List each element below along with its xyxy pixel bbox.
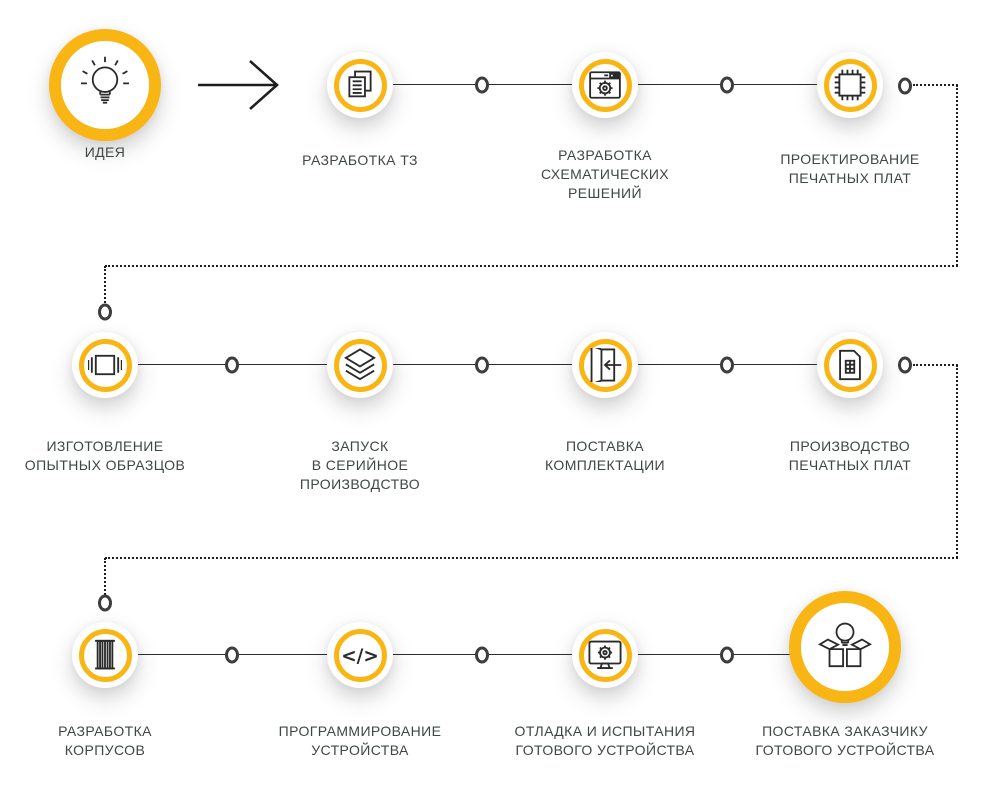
label-line: РАЗРАБОТКА ТЗ: [302, 152, 418, 168]
step-label-programming: ПРОГРАММИРОВАНИЕ УСТРОЙСТВА: [235, 722, 485, 760]
step-label-components: ПОСТАВКА КОМПЛЕКТАЦИИ: [480, 437, 730, 475]
dotted-connector-1: [913, 84, 958, 86]
connector-node: [475, 356, 489, 374]
label-line: ЗАПУСК: [331, 438, 389, 454]
step-label-pcb-production: ПРОИЗВОДСТВО ПЕЧАТНЫХ ПЛАТ: [725, 437, 975, 475]
step-node-testing: [572, 622, 638, 688]
step-node-schematic: [572, 52, 638, 118]
lightbulb-rays-icon: [61, 41, 149, 129]
connector-node: [898, 77, 912, 95]
label-line: ПРОИЗВОДСТВО: [789, 438, 911, 454]
connector-node: [898, 356, 912, 374]
label-line: РЕШЕНИЙ: [568, 185, 642, 201]
step-label-serial-launch: ЗАПУСК В СЕРИЙНОЕ ПРОИЗВОДСТВО: [235, 437, 485, 494]
label-line: ПОСТАВКА: [565, 438, 645, 454]
step-label-idea: ИДЕЯ: [0, 143, 230, 162]
connector-node: [98, 594, 112, 612]
layers-icon: [333, 338, 387, 392]
connector-node: [720, 356, 734, 374]
step-node-prototypes: [72, 332, 138, 398]
label-line: ПРОИЗВОДСТВО: [299, 476, 421, 492]
prototype-vibration-icon: [78, 338, 132, 392]
step-label-enclosures: РАЗРАБОТКА КОРПУСОВ: [0, 722, 230, 760]
dotted-connector-1: [104, 266, 106, 303]
window-gear-icon: [578, 58, 632, 112]
step-label-testing: ОТЛАДКА И ИСПЫТАНИЯ ГОТОВОГО УСТРОЙСТВА: [480, 722, 730, 760]
dotted-connector-2: [104, 558, 106, 595]
chip-icon: [823, 58, 877, 112]
label-line: ПОСТАВКА ЗАКАЗЧИКУ: [762, 723, 928, 739]
connector-node: [475, 76, 489, 94]
dotted-connector-1: [105, 265, 958, 267]
sim-card-icon: [823, 338, 877, 392]
connector-node: [475, 646, 489, 664]
label-line: ОТЛАДКА И ИСПЫТАНИЯ: [514, 723, 696, 739]
step-node-delivery: [789, 591, 901, 703]
enclosure-column-icon: [78, 628, 132, 682]
monitor-gear-icon: [578, 628, 632, 682]
label-line: ИДЕЯ: [84, 144, 126, 160]
step-label-spec: РАЗРАБОТКА ТЗ: [235, 151, 485, 170]
door-in-arrow-icon: [578, 338, 632, 392]
step-label-delivery: ПОСТАВКА ЗАКАЗЧИКУ ГОТОВОГО УСТРОЙСТВА: [720, 722, 970, 760]
connector-node: [98, 303, 112, 321]
label-line: ПРОГРАММИРОВАНИЕ: [278, 723, 442, 739]
label-line: УСТРОЙСТВА: [311, 742, 409, 758]
step-label-schematic: РАЗРАБОТКА СХЕМАТИЧЕСКИХ РЕШЕНИЙ: [480, 146, 730, 203]
step-node-components: [572, 332, 638, 398]
connector-node: [225, 356, 239, 374]
label-line: РАЗРАБОТКА: [558, 147, 652, 163]
code-glyph: </>: [343, 646, 377, 667]
step-node-idea: [49, 29, 161, 141]
dotted-connector-2: [913, 364, 958, 366]
dotted-connector-1: [956, 85, 958, 266]
dotted-connector-2: [105, 557, 958, 559]
step-node-pcb-design: [817, 52, 883, 118]
label-line: ГОТОВОГО УСТРОЙСТВА: [755, 742, 935, 758]
connector-node: [225, 646, 239, 664]
connector-node: [720, 76, 734, 94]
label-line: КОРПУСОВ: [64, 742, 146, 758]
label-line: ГОТОВОГО УСТРОЙСТВА: [515, 742, 695, 758]
step-node-pcb-production: [817, 332, 883, 398]
step-node-serial-launch: [327, 332, 393, 398]
step-node-spec: [327, 52, 393, 118]
dotted-connector-2: [956, 365, 958, 558]
documents-icon: [333, 58, 387, 112]
label-line: ПРОЕКТИРОВАНИЕ: [780, 151, 920, 167]
label-line: РАЗРАБОТКА: [58, 723, 152, 739]
step-label-pcb-design: ПРОЕКТИРОВАНИЕ ПЕЧАТНЫХ ПЛАТ: [725, 150, 975, 188]
label-line: ИЗГОТОВЛЕНИЕ: [46, 438, 164, 454]
code-icon: </>: [333, 628, 387, 682]
label-line: ОПЫТНЫХ ОБРАЗЦОВ: [24, 457, 186, 473]
step-node-programming: </>: [327, 622, 393, 688]
label-line: ПЕЧАТНЫХ ПЛАТ: [788, 170, 912, 186]
flow-arrow-icon: [192, 54, 288, 121]
connector-node: [720, 646, 734, 664]
label-line: ПЕЧАТНЫХ ПЛАТ: [788, 457, 912, 473]
label-line: СХЕМАТИЧЕСКИХ: [540, 166, 670, 182]
step-node-enclosures: [72, 622, 138, 688]
step-label-prototypes: ИЗГОТОВЛЕНИЕ ОПЫТНЫХ ОБРАЗЦОВ: [0, 437, 230, 475]
label-line: В СЕРИЙНОЕ: [311, 457, 409, 473]
label-line: КОМПЛЕКТАЦИИ: [545, 457, 665, 473]
box-lightbulb-icon: [801, 603, 889, 691]
